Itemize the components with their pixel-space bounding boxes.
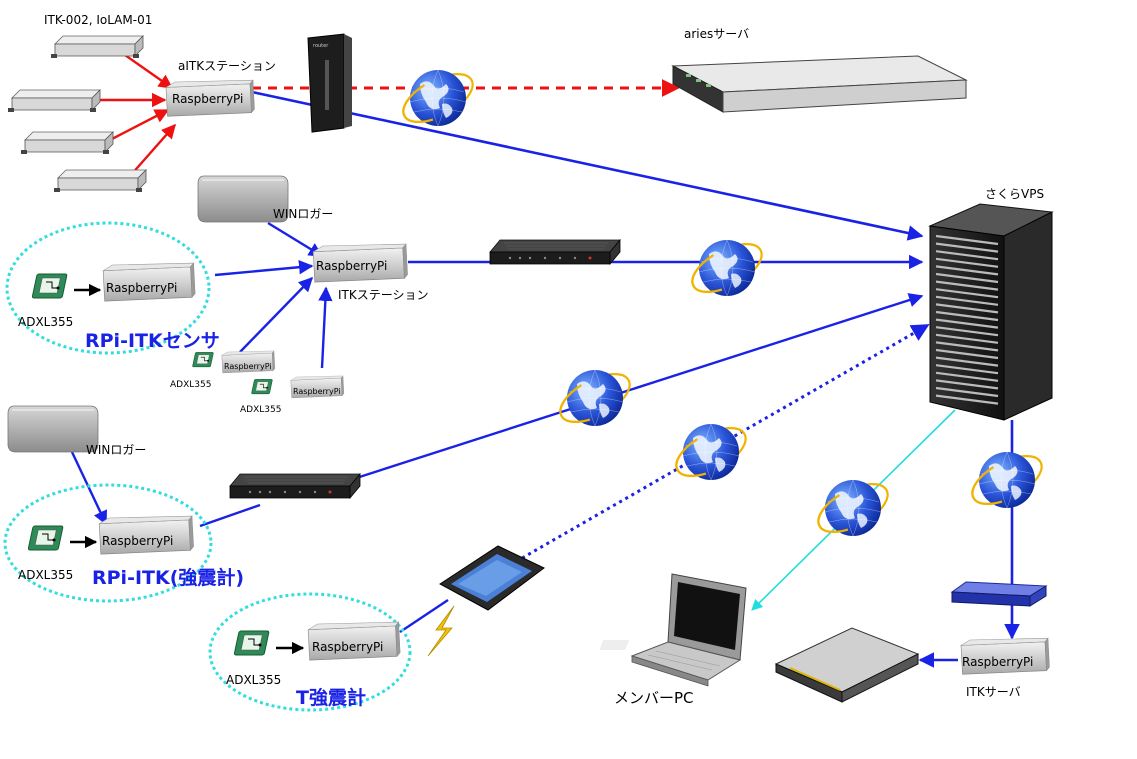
chip-t-seismo: [233, 630, 270, 656]
itk-device-4: [53, 169, 147, 193]
router-seismo: [229, 473, 361, 499]
sakura-vps-rack: [928, 203, 1054, 421]
label-adxl-1: ADXL355: [18, 315, 73, 329]
globe-itk-server: [963, 445, 1051, 515]
svg-text:router: router: [313, 43, 329, 49]
chip-small-2: [251, 379, 273, 395]
aries-server: [671, 55, 968, 113]
label-rpi-itk-sensor: RPi-ITKセンサ: [85, 330, 220, 352]
pi-itk-station-label: RaspberryPi: [316, 259, 387, 273]
rack-slot: [935, 280, 999, 291]
rack-slot: [935, 356, 999, 367]
pi-small-2-label: RaspberryPi: [293, 387, 341, 396]
globe-seismo: [551, 363, 639, 433]
rack-slot: [935, 333, 999, 344]
pi-t-seismo-label: RaspberryPi: [312, 640, 383, 654]
globe-tablet: [667, 417, 755, 487]
rack-slot: [935, 257, 999, 268]
rack-slot: [935, 326, 999, 337]
label-adxl-5: ADXL355: [226, 673, 281, 687]
pi-itk-server-label: RaspberryPi: [962, 655, 1033, 669]
router-middle: [489, 239, 621, 265]
pi-seismo-label: RaspberryPi: [102, 534, 173, 548]
chip-sensor: [31, 273, 68, 299]
globe-pc: [809, 473, 897, 543]
rack-slot: [935, 288, 999, 299]
label-adxl-3: ADXL355: [240, 405, 281, 415]
globe-middle: [683, 233, 771, 303]
label-sakura-vps: さくらVPS: [985, 187, 1044, 201]
label-adxl-4: ADXL355: [18, 568, 73, 582]
rack-slot: [935, 265, 999, 276]
chip-seismo: [27, 525, 64, 551]
rack-slot: [935, 272, 999, 284]
label-itk-devices: ITK-002, IoLAM-01: [44, 13, 152, 27]
label-adxl-2: ADXL355: [170, 380, 211, 390]
wireless-icon: [427, 605, 455, 657]
rack-slot: [935, 250, 999, 261]
itk-device-3: [20, 131, 114, 155]
rack-slot: [935, 394, 999, 405]
rack-slot: [935, 242, 999, 253]
label-aitk-station: aITKステーション: [178, 59, 276, 73]
label-t-seismo: T強震計: [296, 686, 366, 709]
rack-slot: [935, 295, 999, 306]
label-itk-station: ITKステーション: [338, 288, 429, 302]
rack-slot: [935, 318, 999, 329]
storage-unit: [599, 627, 920, 703]
network-switch: [950, 581, 1048, 607]
rack-slot: [935, 364, 999, 375]
tower-router: router: [307, 33, 352, 133]
label-win-logger-1: WINロガー: [273, 207, 333, 221]
rack-slot: [935, 234, 999, 246]
rack-slot: [935, 371, 999, 382]
link-tseismo-to-tablet: [399, 599, 449, 633]
itk-device-2: [7, 89, 101, 113]
label-rpi-itk-seismo: RPi-ITK(強震計): [92, 566, 244, 589]
pi-small-1-label: RaspberryPi: [224, 362, 272, 371]
pi-aitk-label: RaspberryPi: [172, 92, 243, 106]
rack-slot: [935, 379, 999, 390]
tablet: [439, 545, 545, 611]
laptop: [630, 573, 747, 687]
rack-slot: [935, 386, 999, 398]
link-seismo: [70, 293, 924, 528]
label-win-logger-2: WINロガー: [86, 443, 146, 457]
link-itk-devices: [100, 54, 176, 177]
group-rpi-itk-seismo: [3, 483, 213, 603]
group-t-seismo: [208, 592, 412, 712]
label-member-pc: メンバーPC: [614, 689, 694, 707]
chip-small-1: [192, 352, 214, 368]
label-aries-server: ariesサーバ: [684, 27, 749, 41]
rack-slot: [935, 310, 999, 322]
group-rpi-itk-sensor: [5, 221, 211, 355]
label-itk-server: ITKサーバ: [966, 685, 1021, 699]
pi-sensor-label: RaspberryPi: [106, 281, 177, 295]
rack-slot: [935, 348, 999, 360]
win-logger-2: [7, 405, 99, 453]
link-aitk-to-sakura: [251, 90, 924, 241]
rack-slot: [935, 341, 999, 352]
globe-top: [394, 63, 482, 133]
itk-device-1: [50, 35, 144, 59]
rack-slot: [935, 303, 999, 314]
